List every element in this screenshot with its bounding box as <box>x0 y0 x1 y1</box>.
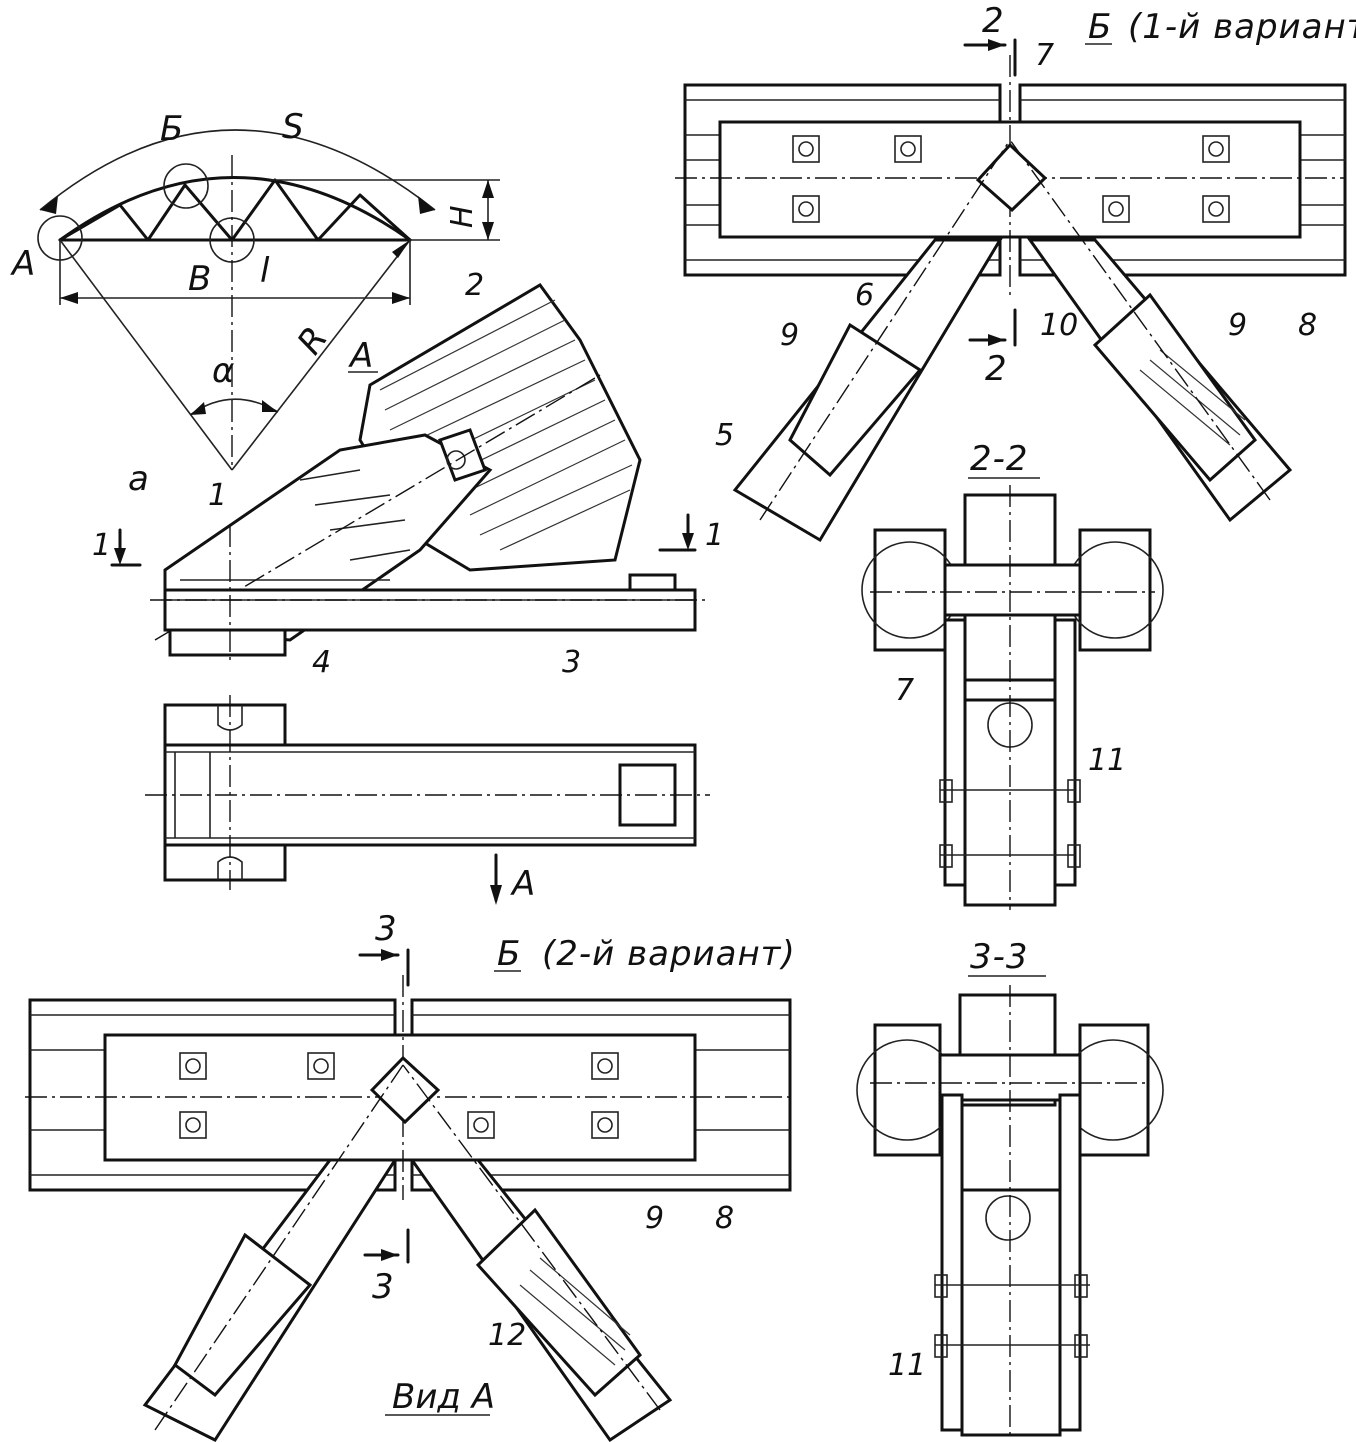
variant-1-title-letter: Б <box>1088 7 1112 47</box>
section-3-top-mark: 3 <box>375 909 397 949</box>
ridge-node-variant-2: Б (2-й вариант) <box>25 909 796 1442</box>
variant-2-title-letter: Б <box>497 934 521 974</box>
variant-2-callout-8: 8 <box>715 1201 734 1236</box>
section-2-bottom-mark: 2 <box>985 349 1007 389</box>
section-3-3: 3-3 11 <box>856 937 1164 1440</box>
section-3-bottom-mark: 3 <box>372 1267 394 1307</box>
callout-7: 7 <box>1035 38 1054 73</box>
section-2-2-callout-7: 7 <box>895 673 914 708</box>
view-A-arrow-label: А <box>510 864 535 904</box>
view-A-mark: А <box>348 336 373 376</box>
callout-8: 8 <box>1298 308 1317 343</box>
section-2-top-mark: 2 <box>982 1 1004 41</box>
section-2-2-title: 2-2 <box>970 439 1029 479</box>
arc-length-label: S <box>282 107 304 147</box>
callout-10: 10 <box>1040 308 1078 343</box>
section-1-left-mark: 1 <box>92 528 111 563</box>
section-2-2: 2-2 7 11 <box>861 439 1164 910</box>
support-node-elevation: 1 1 1 2 3 4 А <box>92 268 724 680</box>
callout-2: 2 <box>465 268 484 303</box>
variant-2-title: (2-й вариант) <box>542 934 796 974</box>
support-node-plan: А <box>145 695 710 905</box>
section-3-3-callout-11: 11 <box>888 1348 926 1383</box>
section-1-right-mark: 1 <box>705 518 724 553</box>
node-B-label: Б <box>160 109 183 149</box>
radius-label: R <box>290 320 336 362</box>
callout-4: 4 <box>312 645 331 680</box>
span-label: l <box>260 251 270 291</box>
callout-9-right: 9 <box>1228 308 1247 343</box>
height-label: H <box>445 205 480 228</box>
callout-3: 3 <box>562 645 581 680</box>
variant-1-title: (1-й вариант) <box>1128 7 1356 47</box>
callout-5: 5 <box>715 418 734 453</box>
figure-a-label: а <box>128 459 149 499</box>
node-V-label: В <box>188 259 211 299</box>
callout-12: 12 <box>488 1318 526 1353</box>
variant-2-callout-9: 9 <box>645 1201 664 1236</box>
node-A-label: А <box>10 244 35 284</box>
ridge-node-variant-1: Б (1-й вариант) <box>675 1 1356 543</box>
section-3-3-title: 3-3 <box>970 937 1029 977</box>
view-A-caption: Вид А <box>392 1377 495 1417</box>
callout-1: 1 <box>208 478 227 513</box>
truss-scheme: А Б В S H l R α а <box>10 107 500 499</box>
section-2-2-callout-11: 11 <box>1088 743 1126 778</box>
angle-label: α <box>212 351 234 391</box>
callout-6: 6 <box>855 278 874 313</box>
callout-9-left: 9 <box>780 318 799 353</box>
